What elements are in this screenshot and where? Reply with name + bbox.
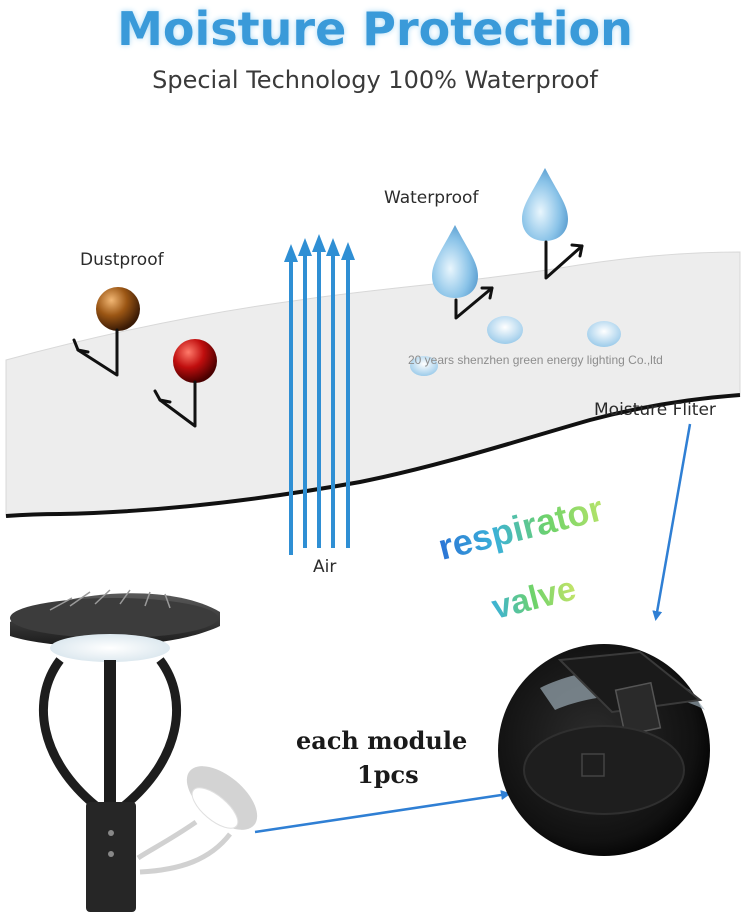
air-label: Air — [313, 557, 337, 577]
moisture-filter-membrane — [5, 251, 741, 518]
respirator-valve-closeup — [498, 644, 710, 856]
moisture-filter-label: Moisture Fliter — [594, 400, 716, 420]
waterproof-label: Waterproof — [384, 188, 479, 208]
page-subtitle: Special Technology 100% Waterproof — [152, 66, 598, 94]
quantity-label: 1pcs — [357, 760, 419, 789]
watermark-text: 20 years shenzhen green energy lighting … — [408, 353, 663, 367]
post-top-lamp — [10, 589, 220, 912]
each-module-label: each module — [296, 726, 468, 755]
tilted-lamp-ghost — [136, 766, 258, 875]
page-title: Moisture Protection — [117, 2, 633, 56]
dust-particles — [72, 287, 217, 428]
leader-arrows — [254, 423, 692, 834]
air-flow-arrows — [284, 234, 355, 555]
water-drops — [410, 168, 621, 376]
dustproof-label: Dustproof — [80, 250, 164, 270]
